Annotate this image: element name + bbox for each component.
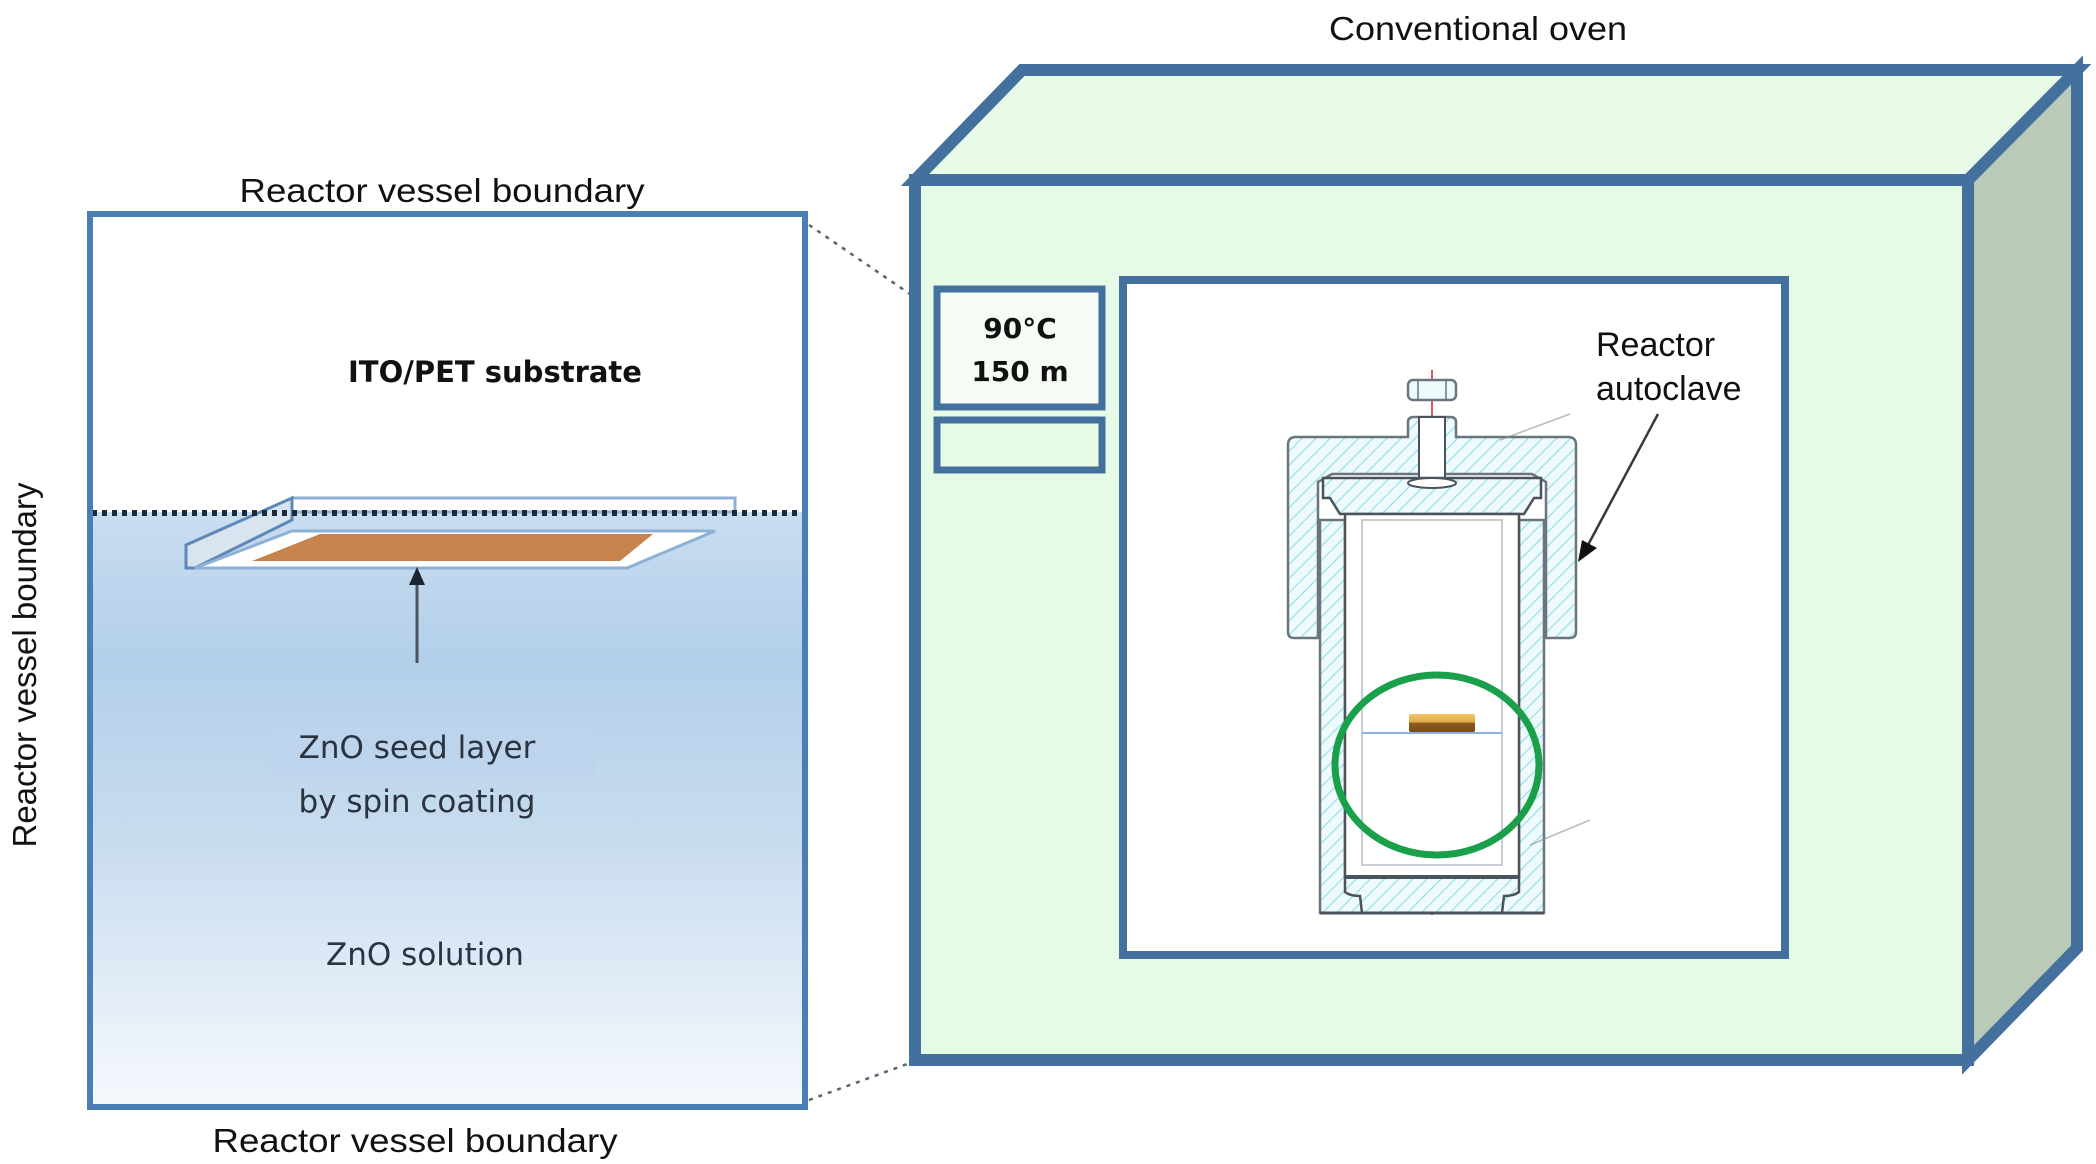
zno-seed-layer	[252, 534, 653, 561]
oven-top-face	[900, 64, 2092, 186]
vessel-air-region	[90, 214, 805, 512]
seed-label-highlight	[270, 727, 595, 777]
oven-control-panel: 90°C 150 m	[933, 285, 1106, 474]
zno-solution-label: ZnO solution	[326, 937, 524, 973]
autoclave-label-line1: Reactor	[1596, 326, 1715, 364]
vessel-top-label: Reactor vessel boundary	[240, 172, 646, 209]
vessel-boundary	[87, 211, 808, 1110]
seed-layer-arrow	[409, 567, 425, 663]
vessel-bottom-label: Reactor vessel boundary	[213, 1122, 619, 1159]
temperature-value: 90°C	[983, 312, 1057, 345]
secondary-display	[933, 416, 1106, 474]
substrate-label: ITO/PET substrate	[348, 355, 642, 389]
connector-line-top	[808, 223, 946, 320]
reactor-vessel-panel: Reactor vessel boundary ITO/PET substrat…	[6, 172, 808, 1159]
autoclave-label-line2: autoclave	[1596, 370, 1742, 408]
time-value: 150 m	[971, 355, 1068, 388]
seed-layer-label-line2: by spin coating	[299, 784, 536, 820]
ito-pet-substrate	[184, 495, 737, 570]
vessel-side-label: Reactor vessel boundary	[6, 482, 43, 848]
reactor-autoclave	[1286, 370, 1591, 915]
autoclave-callout-arrow	[1578, 413, 1660, 562]
bolt-head	[1406, 378, 1458, 402]
temperature-display	[933, 285, 1106, 411]
autoclave-lid	[1321, 476, 1543, 516]
arrow-head-icon	[1578, 540, 1597, 562]
oven-label: Conventional oven	[1329, 10, 1627, 47]
sample-highlight-circle	[1331, 671, 1543, 859]
zno-solution-region	[90, 512, 805, 1107]
arrow-head-icon	[409, 567, 425, 585]
sample-substrate	[1409, 714, 1475, 732]
oven-side-face	[1962, 55, 2083, 1075]
conventional-oven: Conventional oven 90°C 150 m	[900, 10, 2092, 1075]
seed-layer-label-line1: ZnO seed layer	[299, 730, 536, 766]
